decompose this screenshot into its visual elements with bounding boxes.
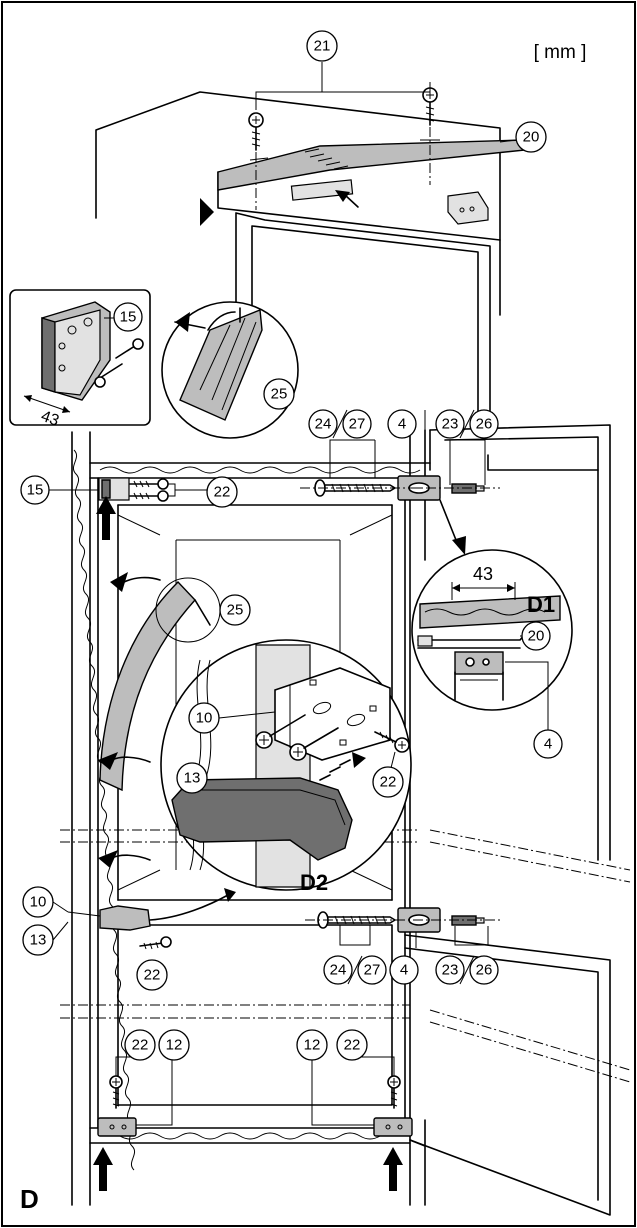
callout-15: 15 [20, 475, 50, 505]
callout-21: 21 [306, 30, 338, 62]
detail-d1-label: D1 [527, 592, 555, 617]
dimension-43-top: 43 [473, 564, 493, 584]
mounting-rail-20 [217, 139, 526, 191]
callout-22-top: 22 [206, 476, 238, 508]
d1-hinge-part [454, 651, 504, 675]
arrow-to-d2 [149, 894, 229, 921]
dimension-43-left: 43 [39, 408, 62, 430]
callout-15-inset: 15 [113, 302, 143, 332]
screw-22-bottom-left-icon [109, 1075, 123, 1109]
screw-21-right-icon [422, 87, 438, 185]
callout-25: 25 [219, 594, 251, 626]
svg-text:4: 4 [544, 736, 552, 753]
svg-text:15: 15 [27, 482, 44, 499]
callout-12-bottom-right: 12 [296, 1029, 328, 1061]
svg-text:20: 20 [528, 628, 545, 645]
svg-text:12: 12 [304, 1037, 321, 1054]
panel-label: D [20, 1184, 39, 1214]
svg-text:10: 10 [196, 710, 213, 727]
callout-22-bottom-left: 22 [124, 1029, 156, 1061]
svg-text:25: 25 [227, 602, 244, 619]
callout-12-bottom-left: 12 [158, 1029, 190, 1061]
callout-10: 10 [22, 886, 54, 918]
callout-22-middle: 22 [136, 959, 168, 991]
svg-text:26: 26 [476, 416, 493, 433]
rail-vent-slots [304, 148, 349, 170]
svg-text:23: 23 [442, 416, 459, 433]
svg-text:22: 22 [144, 967, 161, 984]
svg-text:24: 24 [315, 416, 332, 433]
screw-21-left-icon [248, 112, 264, 210]
callout-20-d1: 20 [521, 621, 551, 651]
svg-text:27: 27 [364, 962, 381, 979]
svg-text:10: 10 [30, 894, 47, 911]
svg-text:22: 22 [214, 484, 231, 501]
svg-text:12: 12 [166, 1037, 183, 1054]
top-fittings [96, 410, 500, 555]
bracket-12-right [373, 1117, 413, 1137]
svg-text:27: 27 [349, 416, 366, 433]
arrow-up-bottom-left-icon [93, 1147, 113, 1165]
bottom-fittings [93, 1056, 413, 1191]
callout-25-top: 25 [263, 378, 295, 410]
callout-22-d2: 22 [372, 766, 404, 798]
svg-text:26: 26 [476, 962, 493, 979]
rail-slider [290, 179, 354, 201]
units-label: [ mm ] [534, 42, 587, 63]
svg-text:21: 21 [314, 38, 331, 55]
svg-text:13: 13 [30, 932, 47, 949]
callout-13-d2: 13 [176, 762, 208, 794]
svg-text:15: 15 [120, 309, 137, 326]
svg-text:13: 13 [184, 770, 201, 787]
top-cabinet-section [95, 62, 526, 421]
d2-cover-13 [171, 777, 353, 861]
gasket-25-curve [98, 572, 221, 868]
arrow-gasket-2-icon [98, 752, 118, 770]
bracket-12-left [97, 1117, 137, 1137]
svg-text:22: 22 [132, 1037, 149, 1054]
middle-fittings [67, 905, 500, 950]
callout-4-d1: 4 [533, 729, 563, 759]
callout-4-top: 4 [387, 409, 417, 439]
svg-text:22: 22 [380, 774, 397, 791]
callout-23-26-middle: 23 26 [435, 955, 499, 985]
arrow-gasket-top-icon [175, 312, 190, 332]
callout-24-27-middle: 24 27 [323, 955, 387, 985]
screw-22-bottom-right-icon [387, 1075, 401, 1109]
arrow-gasket-3-icon [98, 850, 118, 868]
d2-screw-left-icon [255, 714, 306, 749]
svg-text:23: 23 [442, 962, 459, 979]
alignment-marker-icon [200, 198, 214, 226]
svg-text:4: 4 [398, 416, 406, 433]
callout-13: 13 [22, 924, 54, 956]
callout-4-middle: 4 [389, 955, 419, 985]
right-door-lower [404, 934, 611, 1216]
detail-d2-label: D2 [300, 870, 328, 895]
d2-screw-right-icon [289, 727, 339, 761]
callout-23-26-top: 23 26 [435, 409, 499, 439]
svg-text:25: 25 [271, 386, 288, 403]
callout-22-bottom-right: 22 [336, 1029, 368, 1061]
inset-detail-d1: 43 D1 [411, 549, 573, 734]
callout-20: 20 [515, 121, 547, 153]
inset-gasket-25 [161, 301, 299, 439]
svg-text:24: 24 [330, 962, 347, 979]
inset-detail-d2: D2 [160, 639, 412, 895]
svg-text:22: 22 [344, 1037, 361, 1054]
arrow-up-top-left-icon [96, 496, 116, 514]
bracket-10-13-mounted [99, 905, 151, 931]
top-right-bracket [447, 191, 489, 225]
callout-10-d2: 10 [188, 702, 220, 734]
svg-text:20: 20 [523, 129, 540, 146]
screw-22-d2-icon [374, 731, 410, 753]
arrow-gasket-1-icon [110, 572, 128, 592]
callout-24-27-top: 24 27 [308, 409, 372, 439]
svg-text:4: 4 [400, 962, 408, 979]
arrow-up-bottom-right-icon [383, 1147, 403, 1165]
screw-22-middle-icon [139, 936, 172, 950]
